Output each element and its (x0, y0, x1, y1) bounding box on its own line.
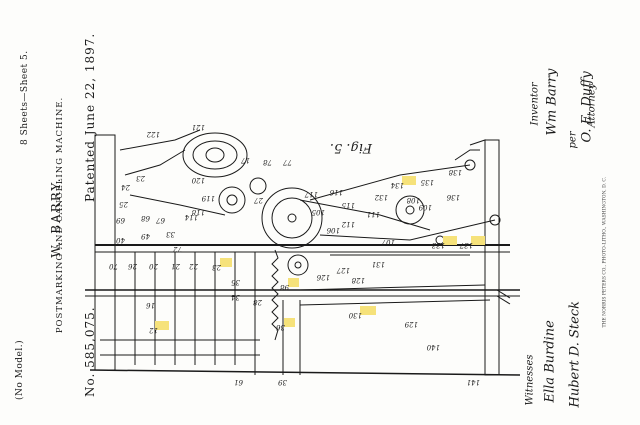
ref-132: 132 (374, 193, 388, 201)
cam-wheel (395, 195, 425, 225)
highlight-marks (155, 176, 485, 330)
ref-67: 67 (156, 216, 165, 224)
ref-68: 68 (141, 214, 150, 222)
ref-17: 17 (241, 156, 250, 164)
inventor-signature: Wm Barry (544, 68, 560, 136)
ref-78: 78 (263, 158, 272, 166)
ref-77: 77 (283, 158, 292, 166)
ref-69: 69 (116, 216, 125, 224)
ref-112: 112 (341, 220, 355, 228)
middle-lever (319, 219, 496, 241)
coil-spring (271, 249, 279, 341)
ref-24: 24 (121, 183, 131, 191)
ref-26: 26 (128, 262, 138, 270)
ref-129: 129 (404, 320, 418, 328)
ref-111: 111 (367, 210, 380, 218)
ref-134: 134 (391, 181, 404, 189)
ref-106: 106 (326, 226, 340, 234)
ref-28: 28 (253, 298, 263, 306)
ref-49: 49 (141, 232, 151, 240)
ref-36: 36 (276, 323, 285, 331)
ink-roller (182, 132, 248, 178)
ref-25: 25 (119, 200, 129, 208)
reference-numerals: 122 121 120 118 119 17 78 77 23 24 25 11… (109, 123, 480, 386)
inventor-label: Inventor (529, 82, 541, 126)
ref-137: 137 (459, 241, 473, 249)
ref-114: 114 (185, 213, 198, 221)
ref-61: 61 (234, 378, 243, 386)
die-wheel (261, 187, 323, 249)
ref-136: 136 (446, 193, 460, 201)
ref-115: 115 (341, 201, 355, 209)
ref-116: 116 (329, 188, 343, 196)
gear-small (218, 186, 246, 214)
witness-signature-2: Hubert D. Steck (567, 300, 583, 408)
ref-121: 121 (192, 123, 205, 131)
ref-33: 33 (166, 230, 175, 238)
witness-signature-1: Ella Burdine (542, 320, 558, 403)
upper-arm (119, 129, 201, 151)
ref-127: 127 (336, 266, 350, 274)
ref-23-lower: 23 (212, 263, 222, 271)
ref-12: 12 (149, 326, 158, 334)
ref-39: 39 (278, 378, 287, 386)
attorney-label: Attorney (586, 83, 598, 128)
ref-40: 40 (116, 236, 126, 244)
ref-35: 35 (231, 278, 240, 286)
ref-20: 20 (149, 262, 159, 270)
ref-98: 98 (280, 283, 289, 291)
figure-label: Fig. 5. (329, 140, 372, 155)
right-frame-post (484, 139, 500, 376)
ref-118: 118 (191, 208, 205, 216)
ref-122: 122 (146, 130, 160, 138)
ref-70: 70 (109, 262, 118, 270)
attorney-prefix: per (567, 131, 579, 149)
printer-imprint: THE NORRIS PETERS CO., PHOTO-LITHO., WAS… (602, 176, 608, 328)
ref-23-upper: 23 (136, 174, 146, 182)
ref-131: 131 (372, 260, 385, 268)
ref-72: 72 (173, 245, 182, 253)
ref-120: 120 (191, 176, 205, 184)
ref-138: 138 (448, 168, 462, 176)
upper-lever (309, 164, 471, 201)
ref-27: 27 (254, 196, 264, 204)
ref-21: 21 (171, 262, 181, 270)
ref-108: 108 (406, 196, 420, 204)
ref-140: 140 (426, 343, 440, 351)
ref-16: 16 (146, 301, 155, 309)
ref-128: 128 (351, 276, 365, 284)
ref-117: 117 (304, 190, 318, 198)
ref-22: 22 (189, 262, 199, 270)
ref-109: 109 (418, 203, 432, 211)
ref-126: 126 (316, 273, 330, 281)
base-line (89, 369, 521, 376)
lower-roller (287, 254, 309, 276)
ref-130: 130 (348, 311, 362, 319)
ref-34: 34 (231, 293, 240, 301)
ref-141: 141 (467, 378, 480, 386)
ref-133: 133 (431, 241, 445, 249)
ref-107: 107 (381, 238, 395, 246)
witnesses-label: Witnesses (524, 354, 536, 406)
ref-105: 105 (311, 208, 325, 216)
ref-119: 119 (201, 194, 215, 202)
ref-135: 135 (420, 178, 434, 186)
